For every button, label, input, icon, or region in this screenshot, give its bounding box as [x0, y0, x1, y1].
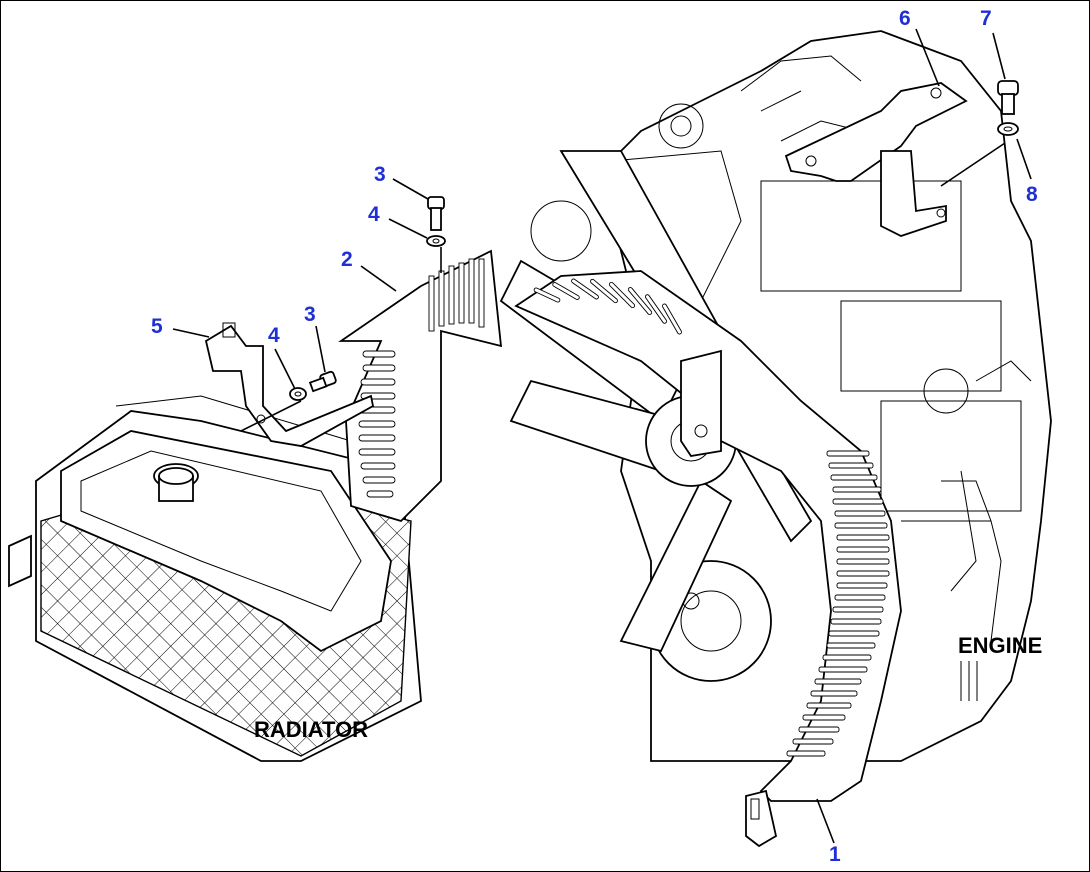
- bolt-right: [997, 80, 1019, 115]
- callout-2: 2: [341, 248, 353, 271]
- fan-guard-upper: [338, 249, 503, 523]
- callout-4-left: 4: [268, 324, 280, 347]
- callout-4-upper: 4: [368, 203, 380, 226]
- radiator-assembly: [8, 395, 422, 762]
- fan-guard-lower: [514, 270, 902, 848]
- washer-right: [997, 122, 1019, 136]
- radiator-caption: RADIATOR: [254, 717, 368, 742]
- washer-upper: [426, 235, 446, 247]
- bracket-top: [784, 82, 968, 237]
- engine-caption: ENGINE: [958, 633, 1042, 658]
- callout-7: 7: [980, 7, 992, 30]
- callout-1: 1: [829, 843, 841, 866]
- bolt-upper: [427, 196, 445, 231]
- callout-6: 6: [899, 7, 911, 30]
- callout-8: 8: [1026, 183, 1038, 206]
- washer-left: [289, 387, 307, 401]
- callout-3-upper: 3: [374, 163, 386, 186]
- leader-lines: [172, 28, 1032, 844]
- callout-5: 5: [151, 315, 163, 338]
- callout-3-left: 3: [304, 303, 316, 326]
- bolt-left: [308, 370, 337, 393]
